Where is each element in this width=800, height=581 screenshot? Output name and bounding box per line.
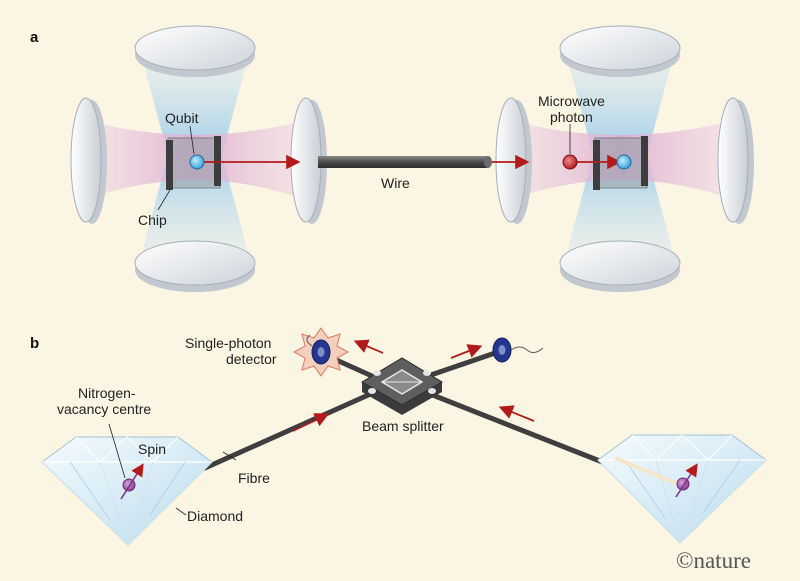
microwave-photon xyxy=(562,154,578,170)
right-top-mirror xyxy=(559,25,681,77)
chip-label: Chip xyxy=(138,212,167,228)
detector-cable xyxy=(306,334,313,347)
fibre-leader xyxy=(222,451,237,461)
left-fibre-arrow xyxy=(292,413,330,432)
microwave-label-line2: photon xyxy=(550,109,593,125)
right-bottom-mirror xyxy=(559,240,681,292)
firing-detector xyxy=(292,327,350,377)
right-spin-arrow xyxy=(675,463,698,498)
fibre-label: Fibre xyxy=(238,470,270,486)
detector-label-line1: Single-photon xyxy=(185,335,271,351)
right-inner-mirror xyxy=(495,97,532,224)
diamond-label: Diamond xyxy=(187,508,243,524)
left-qubit xyxy=(189,154,205,170)
left-inner-mirror xyxy=(290,97,327,224)
right-outer-mirror xyxy=(717,97,754,224)
to-detector-arrow-right xyxy=(450,344,483,359)
nature-credit: ©nature xyxy=(676,548,751,573)
wire xyxy=(318,156,492,168)
left-bottom-mirror xyxy=(134,240,256,292)
idle-detector xyxy=(492,337,544,363)
beam-splitter-label: Beam splitter xyxy=(362,418,444,434)
right-qubit xyxy=(616,154,632,170)
qubit-leader xyxy=(189,125,195,155)
microwave-label-line1: Microwave xyxy=(538,93,605,109)
diamond-leader xyxy=(175,507,187,516)
left-top-mirror xyxy=(134,25,256,77)
left-spin-arrow xyxy=(120,463,144,500)
detector-label-line2: detector xyxy=(226,351,277,367)
to-detector-arrow-left xyxy=(353,339,384,354)
wire-label: Wire xyxy=(381,175,410,191)
panel-b-letter: b xyxy=(30,335,39,352)
panel-a-letter: a xyxy=(30,29,39,46)
nv-leader xyxy=(108,423,126,479)
chip-leader xyxy=(157,189,171,211)
beam-splitter xyxy=(361,357,443,415)
qubit-label: Qubit xyxy=(165,110,199,126)
left-outer-mirror xyxy=(70,97,107,224)
right-fibre-arrow xyxy=(498,405,535,422)
nv-label-line2: vacancy centre xyxy=(57,401,151,417)
spin-label: Spin xyxy=(138,441,166,457)
nv-label-line1: Nitrogen- xyxy=(78,385,136,401)
